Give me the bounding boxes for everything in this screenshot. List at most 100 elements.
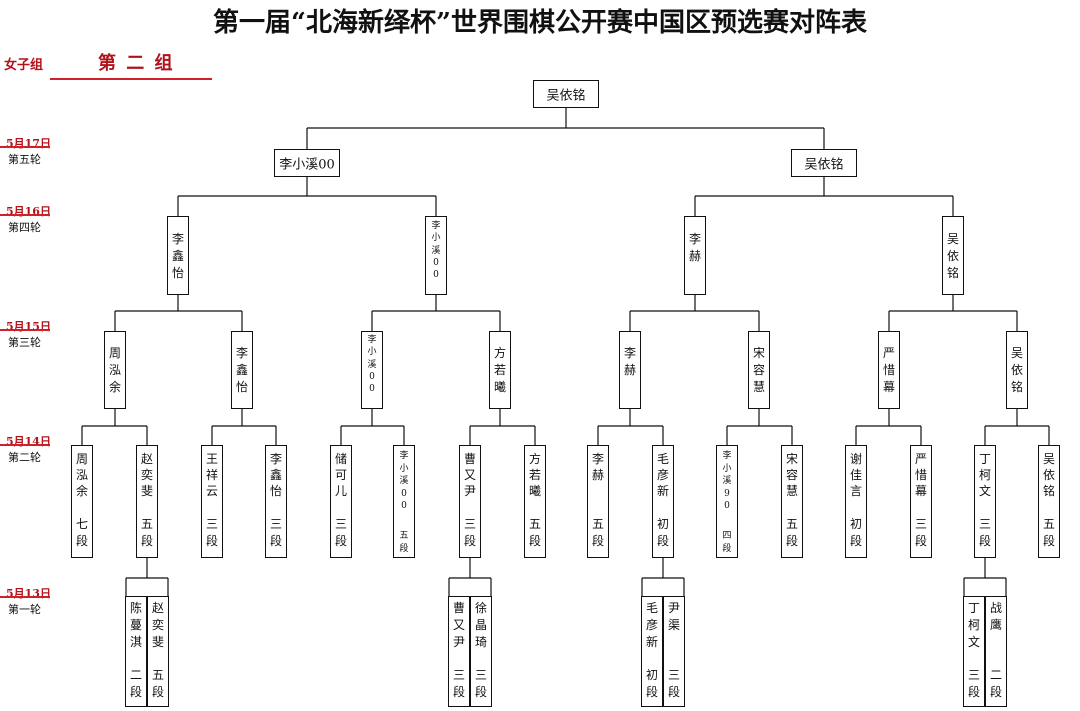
round2-rank: 五段 [785, 517, 798, 548]
round-date: 5月15日 [6, 320, 51, 333]
round2-box: 方若曦五段 [524, 445, 546, 558]
round-date-underline [0, 329, 50, 331]
round1-rank: 五段 [151, 668, 164, 699]
round2-rank: 三段 [269, 517, 282, 548]
round2-box: 毛彦新初段 [652, 445, 674, 558]
round1-name: 毛彦新 [645, 601, 658, 649]
group-underline [50, 78, 212, 80]
round2-box: 周泓余七段 [71, 445, 93, 558]
round1-rank: 三段 [452, 668, 465, 699]
round2-box: 曹又尹三段 [459, 445, 481, 558]
round2-box: 吴依铭五段 [1038, 445, 1060, 558]
round2-name: 王祥云 [205, 452, 218, 498]
champion-name: 吴依铭 [546, 88, 586, 104]
round2-name: 周泓余 [75, 452, 88, 498]
round1-box: 赵奕斐五段 [147, 596, 169, 707]
round3-name: 宋容慧 [752, 346, 765, 394]
round2-rank: 三段 [978, 517, 991, 548]
round2-box: 李赫五段 [587, 445, 609, 558]
round4-name: 李赫 [688, 232, 701, 263]
group-name: 第 二 组 [98, 53, 175, 74]
round1-rank: 三段 [474, 668, 487, 699]
round2-name: 吴依铭 [1042, 452, 1055, 498]
round2-name: 曹又尹 [463, 452, 476, 498]
round1-name: 战鹰 [989, 601, 1002, 632]
round2-rank: 三段 [205, 517, 218, 548]
round2-name: 毛彦新 [656, 452, 669, 498]
round2-box: 储可儿三段 [330, 445, 352, 558]
round5-box: 吴依铭 [791, 149, 857, 177]
round4-box: 李鑫怡 [167, 216, 189, 295]
round1-name: 陈蔓淇 [129, 601, 142, 649]
round2-name: 严惜幕 [914, 452, 927, 498]
round4-box: 吴依铭 [942, 216, 964, 295]
round-date: 5月16日 [6, 205, 51, 218]
round2-name: 方若曦 [528, 452, 541, 498]
round2-rank: 五段 [591, 517, 604, 548]
round3-box: 吴依铭 [1006, 331, 1028, 409]
round1-name: 徐晶琦 [474, 601, 487, 649]
round1-name: 曹又尹 [452, 601, 465, 649]
round1-box: 徐晶琦三段 [470, 596, 492, 707]
round2-rank: 四段 [722, 531, 732, 554]
round1-box: 尹渠三段 [663, 596, 685, 707]
round1-name: 赵奕斐 [151, 601, 164, 649]
round1-box: 毛彦新初段 [641, 596, 663, 707]
round1-rank: 三段 [967, 668, 980, 699]
round2-box: 严惜幕三段 [910, 445, 932, 558]
round4-name: 吴依铭 [946, 232, 959, 280]
round2-name: 赵奕斐 [140, 452, 153, 498]
round-name: 第一轮 [8, 603, 41, 616]
round2-box: 宋容慧五段 [781, 445, 803, 558]
round2-rank: 三段 [334, 517, 347, 548]
round3-box: 宋容慧 [748, 331, 770, 409]
round3-name: 严惜幕 [882, 346, 895, 394]
round-date-underline [0, 146, 50, 148]
round3-box: 李鑫怡 [231, 331, 253, 409]
round-name: 第二轮 [8, 451, 41, 464]
round2-name: 李赫 [591, 452, 604, 482]
round-date-underline [0, 444, 50, 446]
round1-rank: 三段 [667, 668, 680, 699]
round2-box: 赵奕斐五段 [136, 445, 158, 558]
round1-rank: 初段 [645, 668, 658, 699]
round3-box: 周泓余 [104, 331, 126, 409]
round4-box: 李赫 [684, 216, 706, 295]
round2-name: 谢佳言 [849, 452, 862, 498]
round5-box: 李小溪00 [274, 149, 340, 177]
round2-box: 李鑫怡三段 [265, 445, 287, 558]
round3-name: 吴依铭 [1010, 346, 1023, 394]
round1-box: 战鹰二段 [985, 596, 1007, 707]
round2-box: 谢佳言初段 [845, 445, 867, 558]
round2-name: 丁柯文 [978, 452, 991, 498]
round1-name: 尹渠 [667, 601, 680, 632]
round5-name: 李小溪00 [279, 157, 335, 173]
round2-name: 宋容慧 [785, 452, 798, 498]
round3-box: 李赫 [619, 331, 641, 409]
round2-rank: 初段 [849, 517, 862, 548]
round-date: 5月13日 [6, 587, 51, 600]
round3-name: 李赫 [623, 346, 636, 377]
round1-rank: 二段 [989, 668, 1002, 699]
round1-box: 曹又尹三段 [448, 596, 470, 707]
round-date: 5月17日 [6, 137, 51, 150]
round1-box: 陈蔓淇二段 [125, 596, 147, 707]
round-date: 5月14日 [6, 435, 51, 448]
round3-name: 方若曦 [493, 346, 506, 394]
round-name: 第五轮 [8, 153, 41, 166]
round3-box: 方若曦 [489, 331, 511, 409]
round-name: 第四轮 [8, 221, 41, 234]
round2-rank: 初段 [656, 517, 669, 548]
round3-name: 周泓余 [108, 346, 121, 394]
round3-box: 严惜幕 [878, 331, 900, 409]
round2-rank: 五段 [528, 517, 541, 548]
round1-rank: 二段 [129, 668, 142, 699]
